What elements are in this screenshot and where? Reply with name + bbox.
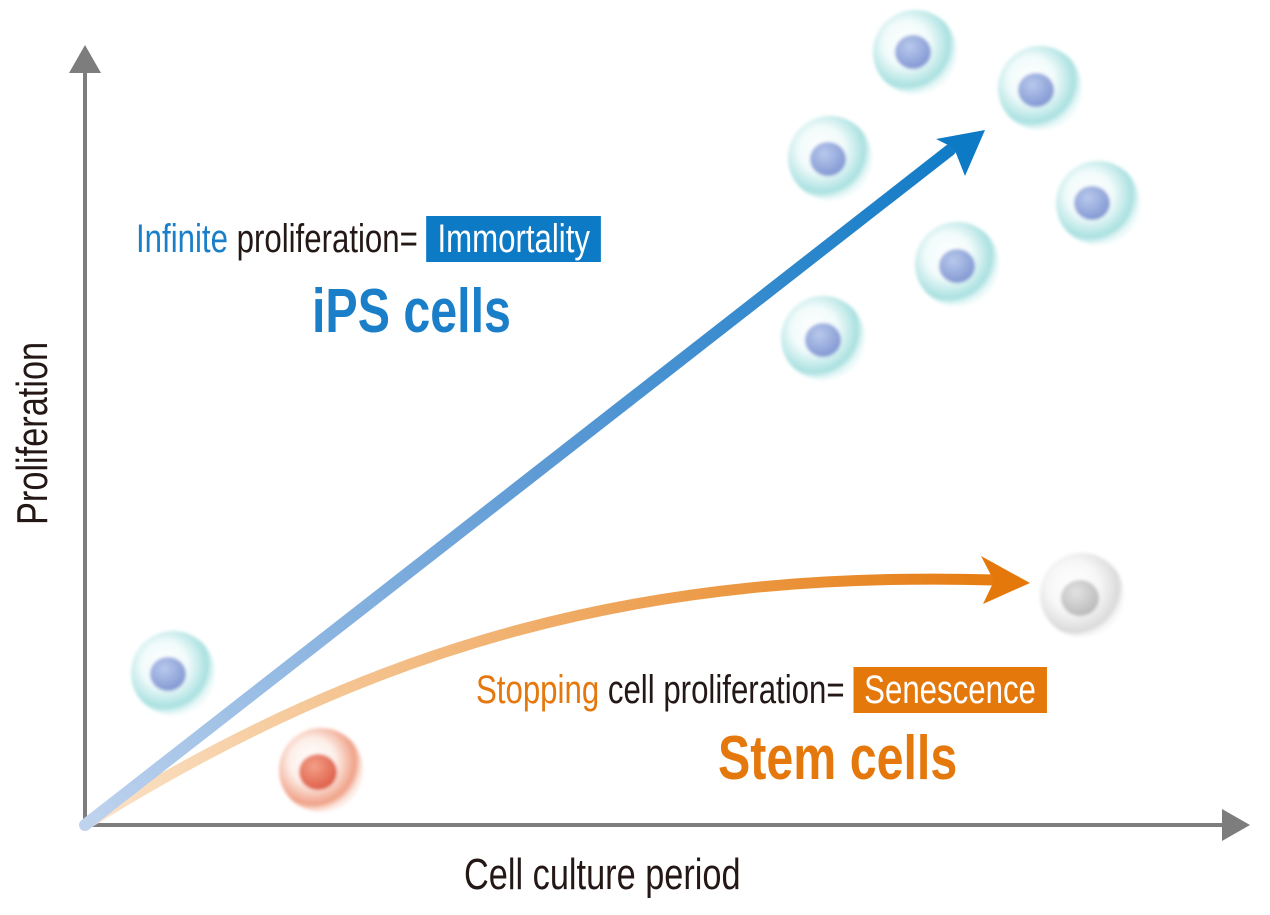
- x-axis-arrowhead: [1222, 809, 1250, 841]
- cyan-cell: [788, 116, 872, 200]
- immortality-badge: Immortality: [426, 216, 601, 262]
- ips-keyword: Infinite: [136, 217, 228, 261]
- senescence-curve: [79, 573, 1001, 831]
- senescence-arrowhead: [981, 556, 1030, 604]
- cyan-cell: [781, 296, 865, 380]
- stem-description: Stopping cell proliferation= Senescence: [476, 667, 1047, 713]
- gray-cell: [1040, 553, 1124, 637]
- cyan-cell: [998, 46, 1082, 130]
- cyan-cell: [915, 222, 999, 306]
- senescence-badge: Senescence: [853, 667, 1047, 713]
- cyan-cell: [873, 10, 957, 94]
- stem-title: Stem cells: [718, 724, 958, 793]
- immortality-arrowhead: [936, 130, 985, 176]
- red-cell: [279, 728, 363, 812]
- cell-group-start: [131, 631, 363, 812]
- stem-keyword: Stopping: [476, 668, 600, 712]
- cell-group-ips: [781, 10, 1140, 380]
- y-axis-label: Proliferation: [8, 290, 58, 525]
- ips-description: Infinite proliferation= Immortality: [136, 216, 601, 262]
- stem-description-text: cell proliferation=: [599, 668, 845, 712]
- cell-group-senescent: [1040, 553, 1124, 637]
- immortality-line: [79, 144, 956, 831]
- x-axis-label: Cell culture period: [464, 850, 741, 899]
- ips-description-text: proliferation=: [227, 217, 418, 261]
- cyan-cell: [1056, 161, 1140, 245]
- y-axis-label-text: Proliferation: [8, 341, 57, 525]
- cyan-cell: [131, 631, 215, 715]
- ips-title: iPS cells: [312, 277, 511, 346]
- y-axis-arrowhead: [69, 45, 101, 73]
